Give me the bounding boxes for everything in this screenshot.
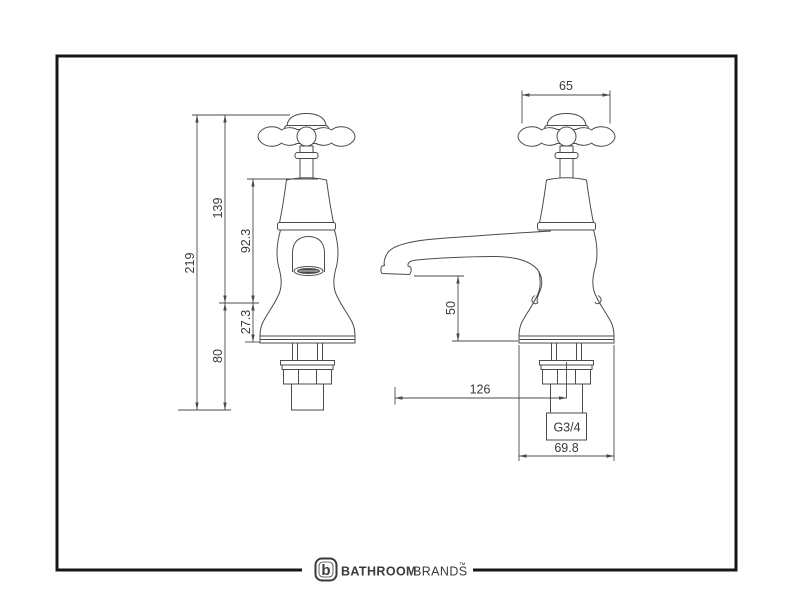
- arrow-50-bottom: [456, 333, 460, 341]
- arrow-698-right: [606, 454, 614, 458]
- front-washer-upper: [280, 360, 335, 366]
- side-view: 65 50 126 G3/4 69.8: [380, 79, 616, 461]
- arrow-126-right: [559, 396, 567, 400]
- dim-label-handle-width: 65: [559, 79, 573, 93]
- arrow-27-bottom: [251, 334, 255, 342]
- arrow-80-top: [223, 303, 227, 311]
- front-view: 219 139 92.3 27.3 80: [178, 113, 356, 411]
- arrow-698-left: [519, 454, 527, 458]
- dim-label-thread-size: G3/4: [553, 421, 580, 435]
- side-thread-section: [546, 412, 587, 441]
- drawing-border: [55, 54, 738, 572]
- front-tail-pipe: [291, 383, 324, 411]
- front-washer-lower: [281, 364, 334, 370]
- dim-label-spout-clearance: 50: [444, 301, 458, 315]
- brand-logo-icon: [314, 557, 338, 582]
- side-skirt-hook-left: [531, 295, 539, 305]
- arrow-139-top: [223, 115, 227, 123]
- front-backnut: [283, 369, 332, 385]
- arrow-92-top: [251, 179, 255, 187]
- arrow-65-left: [522, 93, 530, 97]
- dim-label-base-width: 69.8: [554, 441, 578, 455]
- side-spout-fill: [380, 231, 551, 303]
- front-body-and-skirt: [259, 229, 356, 337]
- arrow-126-left: [395, 396, 403, 400]
- dim-label-skirt-height: 27.3: [239, 310, 253, 334]
- dim-label-overall-height: 219: [183, 253, 197, 274]
- arrow-139-bottom: [223, 295, 227, 303]
- dim-label-lower-height: 80: [211, 349, 225, 363]
- arrow-219-bottom: [195, 402, 199, 410]
- arrow-92-bottom: [251, 295, 255, 303]
- arrow-27-top: [251, 303, 255, 311]
- brand-logo-icon-inner: [318, 561, 334, 578]
- brand-logo-letter: b: [321, 562, 330, 579]
- dim-label-spout-reach: 126: [470, 383, 491, 397]
- side-skirt-hook-right: [594, 295, 602, 305]
- dim-label-body-height: 92.3: [239, 229, 253, 253]
- brand-name-secondary: BRANDS: [413, 565, 468, 579]
- arrow-219-top: [195, 115, 199, 123]
- brand-trademark: ™: [459, 562, 466, 569]
- front-spout-arch: [292, 235, 325, 272]
- brand-name-primary: BATHROOM: [341, 565, 417, 579]
- brand-logo: b BATHROOM BRANDS ™: [314, 557, 468, 582]
- arrow-65-right: [602, 93, 610, 97]
- side-spout-outline: [380, 230, 552, 303]
- front-handle-assembly: [257, 113, 356, 231]
- arrow-50-top: [456, 276, 460, 284]
- dim-label-upper-height: 139: [211, 198, 225, 219]
- side-handle-assembly: [517, 113, 616, 231]
- arrow-80-bottom: [223, 402, 227, 410]
